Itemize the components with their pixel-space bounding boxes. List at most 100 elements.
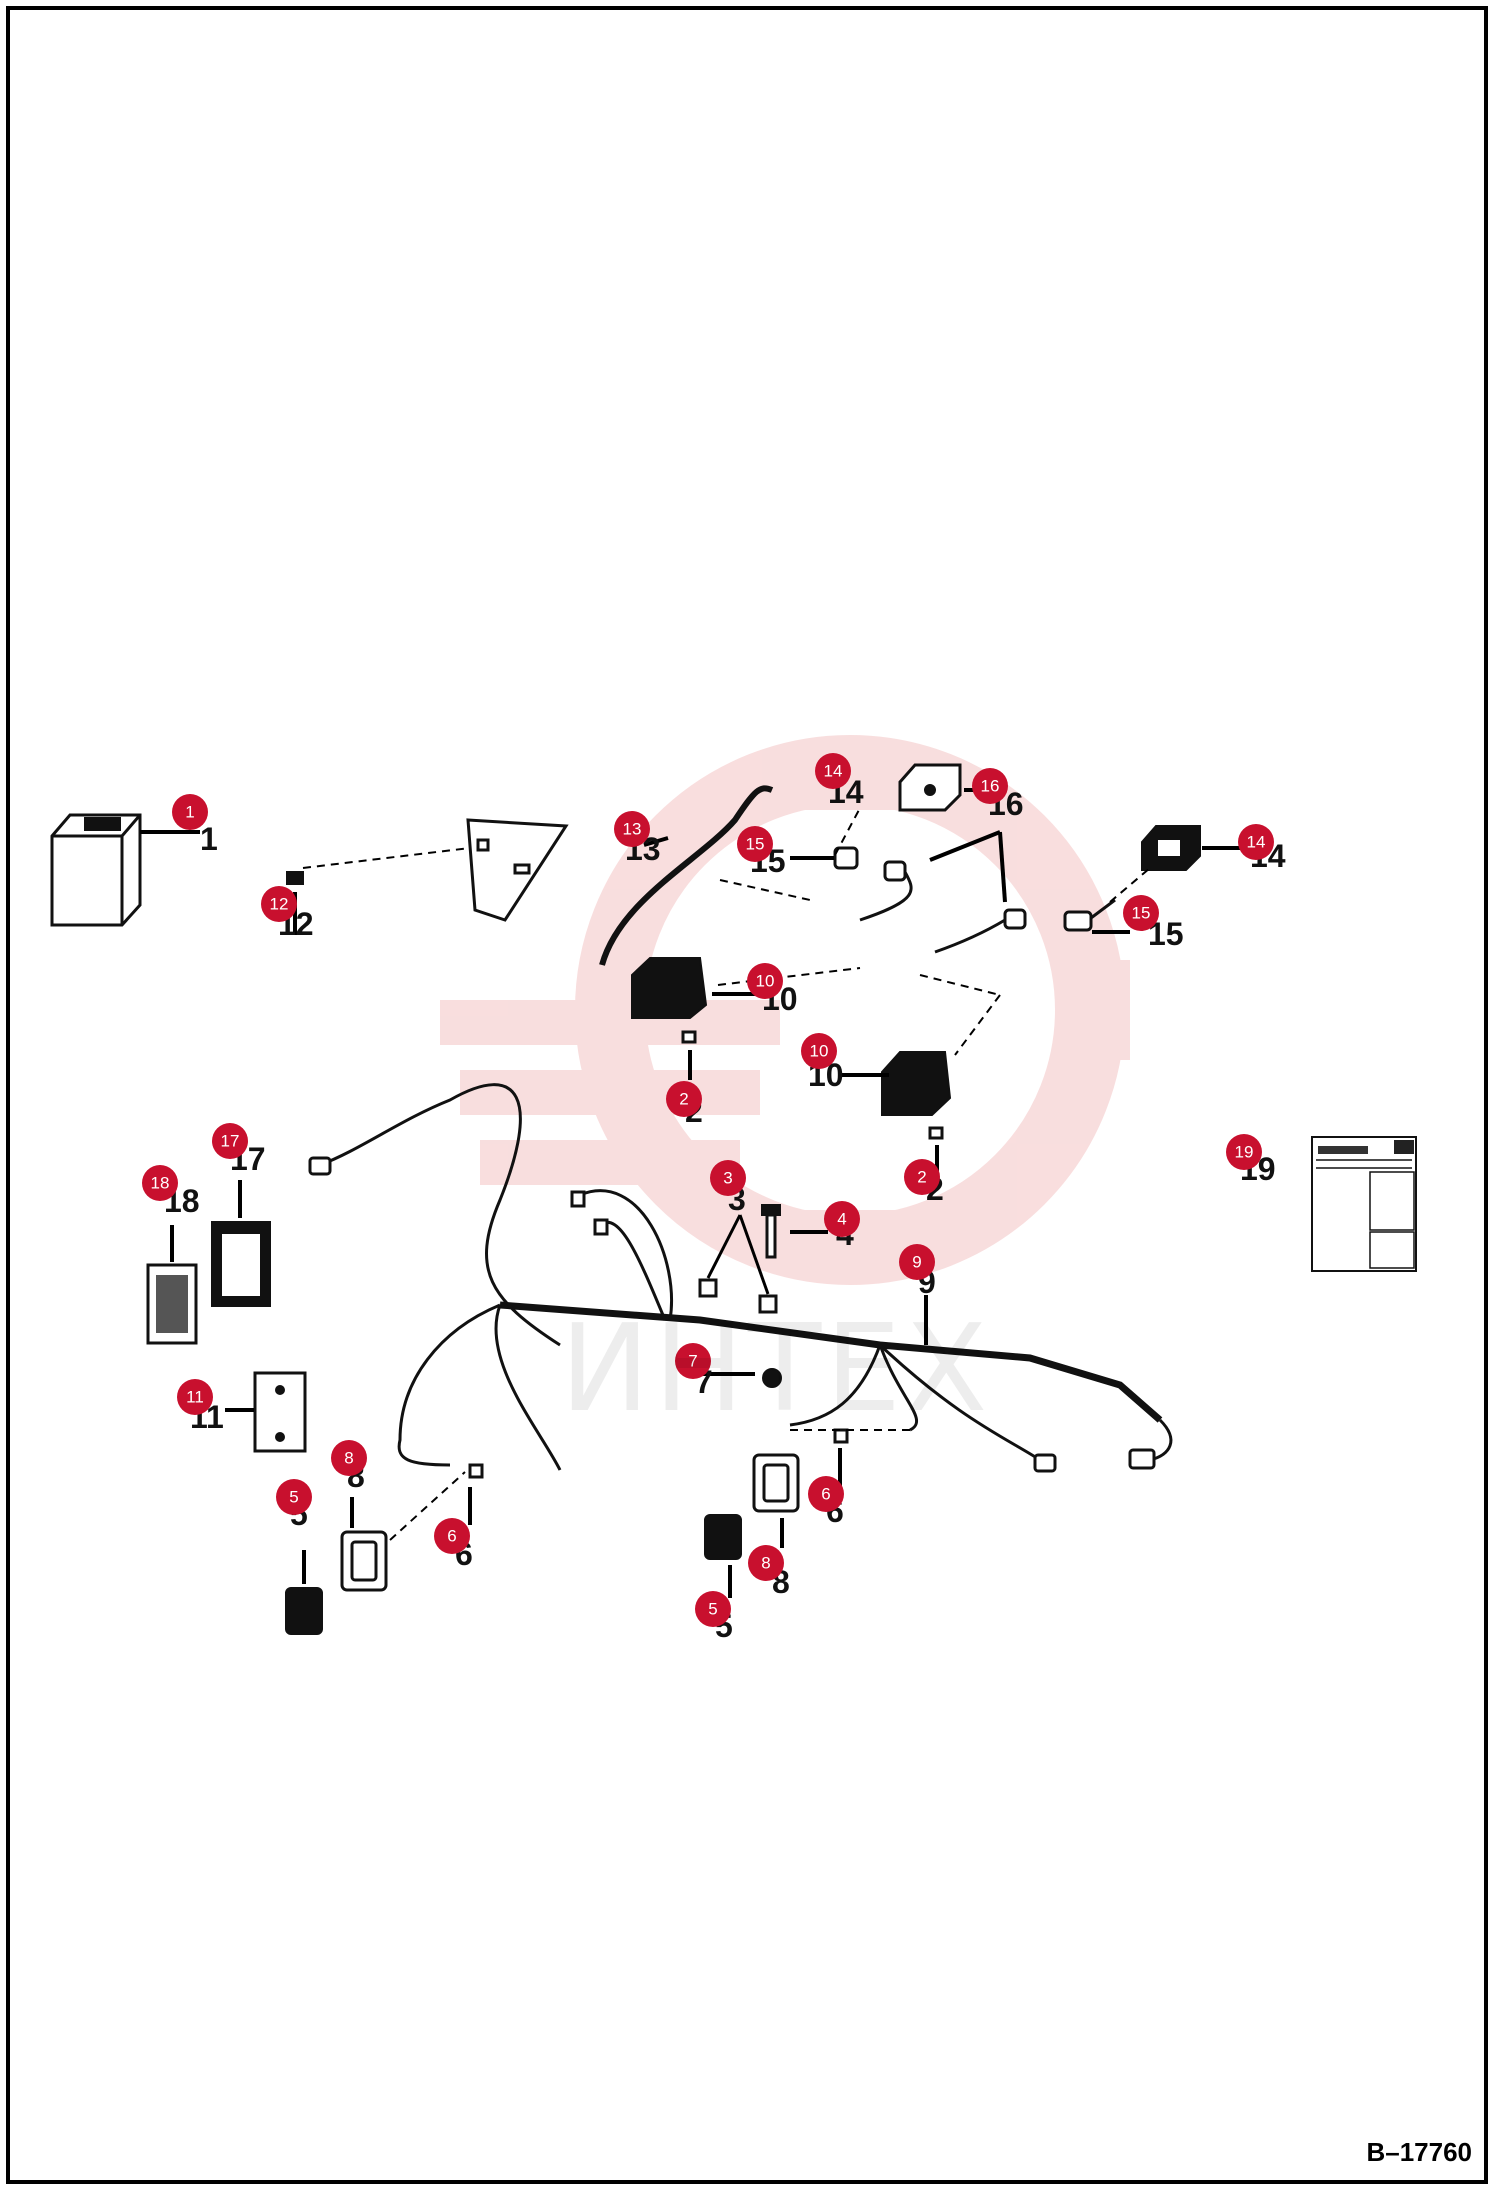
callout-badge-circle[interactable]	[808, 1476, 844, 1512]
callout-badge-circle[interactable]	[1123, 895, 1159, 931]
callout-badge-number: 11	[186, 1388, 204, 1407]
watermark-text: ИНТЕХ	[560, 1300, 992, 1439]
callout-badge-circle[interactable]	[737, 826, 773, 862]
callout-badge-number: 3	[723, 1169, 732, 1188]
drawing-code: B–17760	[1366, 2137, 1472, 2167]
part-2-pin-b	[928, 1126, 944, 1140]
callout-badge-circle[interactable]	[675, 1343, 711, 1379]
callout-badge[interactable]: 18	[142, 1165, 178, 1201]
callout-badge-circle[interactable]	[748, 1545, 784, 1581]
callout-badge-circle[interactable]	[614, 811, 650, 847]
callout-badge[interactable]: 11	[177, 1379, 213, 1415]
callout-badge-number: 13	[623, 820, 642, 839]
callout-badge-number: 14	[1247, 833, 1266, 852]
callout-badge-circle[interactable]	[710, 1160, 746, 1196]
callout-badge[interactable]: 2	[666, 1081, 702, 1117]
callout-badge-number: 5	[289, 1488, 298, 1507]
callout-badge[interactable]: 17	[212, 1123, 248, 1159]
part-5-switch-b	[704, 1514, 742, 1560]
callout-badge-circle[interactable]	[1238, 824, 1274, 860]
callout-badge[interactable]: 9	[899, 1244, 935, 1280]
callout-badge-number: 16	[981, 777, 1000, 796]
callout-badge-circle[interactable]	[695, 1591, 731, 1627]
part-10-block-a	[631, 957, 708, 1019]
callout-badge-circle[interactable]	[747, 963, 783, 999]
callout-badge[interactable]: 7	[675, 1343, 711, 1379]
callout-badge[interactable]: 14	[1238, 824, 1274, 860]
callout-badge[interactable]: 5	[695, 1591, 731, 1627]
part-7-nut	[762, 1368, 782, 1388]
callout-badge[interactable]: 16	[972, 768, 1008, 804]
part-11-plate	[253, 1371, 307, 1453]
part-14-lamp-a	[898, 763, 962, 812]
callout-badge-number: 2	[679, 1090, 688, 1109]
callout-badge[interactable]: 12	[261, 886, 297, 922]
callout-badge-number: 9	[912, 1253, 921, 1272]
callout-badge-circle[interactable]	[434, 1518, 470, 1554]
callout-badge-number: 15	[746, 835, 765, 854]
callout-badge[interactable]: 8	[331, 1440, 367, 1476]
part-3-bushing-b	[758, 1294, 778, 1314]
callout-badge-circle[interactable]	[801, 1033, 837, 1069]
part-1-box	[50, 813, 142, 927]
callout-badge-circle[interactable]	[824, 1201, 860, 1237]
callout-badge[interactable]: 14	[815, 753, 851, 789]
callout-badge[interactable]: 19	[1226, 1134, 1262, 1170]
callout-badge-circle[interactable]	[142, 1165, 178, 1201]
callout-badge-number: 2	[917, 1168, 926, 1187]
callout-badge[interactable]: 4	[824, 1201, 860, 1237]
part-number-label: 1	[200, 821, 218, 857]
callout-badge-number: 10	[756, 972, 775, 991]
part-6-terminal-b	[833, 1428, 849, 1444]
part-8-bezel-b	[752, 1453, 800, 1513]
callout-badge[interactable]: 2	[904, 1159, 940, 1195]
callout-badge-circle[interactable]	[261, 886, 297, 922]
callout-badge[interactable]: 3	[710, 1160, 746, 1196]
callout-badge-circle[interactable]	[666, 1081, 702, 1117]
part-6-terminal-a	[468, 1463, 484, 1479]
callout-badge-number: 12	[270, 895, 289, 914]
callout-badge-number: 6	[447, 1527, 456, 1546]
part-2-pin-a	[681, 1030, 697, 1044]
callout-layer: 1122223344555566667788889910101010111112…	[142, 753, 1286, 1644]
drawing-frame	[6, 6, 1488, 2184]
callout-badge-circle[interactable]	[212, 1123, 248, 1159]
part-8-bezel-a	[340, 1530, 388, 1592]
callout-badge-circle[interactable]	[1226, 1134, 1262, 1170]
callout-badge-circle[interactable]	[815, 753, 851, 789]
callout-badge-circle[interactable]	[276, 1479, 312, 1515]
callout-badge-number: 18	[151, 1174, 170, 1193]
callout-badge[interactable]: 10	[747, 963, 783, 999]
callout-badge-number: 17	[221, 1132, 240, 1151]
part-12-clip	[286, 871, 304, 885]
callout-badge[interactable]: 13	[614, 811, 650, 847]
callout-badge-circle[interactable]	[899, 1244, 935, 1280]
callout-badge[interactable]: 15	[737, 826, 773, 862]
callout-badge[interactable]: 8	[748, 1545, 784, 1581]
part-19-decal	[1311, 1136, 1417, 1272]
callout-badge[interactable]: 6	[434, 1518, 470, 1554]
callout-badge-circle[interactable]	[904, 1159, 940, 1195]
callout-badge-circle[interactable]	[172, 794, 208, 830]
callout-badge[interactable]: 15	[1123, 895, 1159, 931]
callout-badge-number: 14	[824, 762, 843, 781]
callout-badge[interactable]: 10	[801, 1033, 837, 1069]
part-10-block-b	[881, 1051, 952, 1116]
part-4-bolt	[761, 1204, 781, 1259]
callout-badge-number: 5	[708, 1600, 717, 1619]
part-14-lamp-b	[1141, 825, 1201, 871]
callout-badge-number: 6	[821, 1485, 830, 1504]
callout-badge[interactable]: 1	[172, 794, 208, 830]
part-17-gasket	[211, 1221, 271, 1307]
callout-badge[interactable]: 6	[808, 1476, 844, 1512]
callout-badge-number: 7	[688, 1352, 697, 1371]
callout-badge-circle[interactable]	[972, 768, 1008, 804]
callout-badge-circle[interactable]	[331, 1440, 367, 1476]
bracket-plate	[466, 818, 569, 922]
part-9-harness	[308, 1083, 1173, 1473]
callout-badge[interactable]: 5	[276, 1479, 312, 1515]
callout-badge-circle[interactable]	[177, 1379, 213, 1415]
part-15-socket-a	[833, 846, 913, 922]
callout-badge-number: 4	[837, 1210, 846, 1229]
